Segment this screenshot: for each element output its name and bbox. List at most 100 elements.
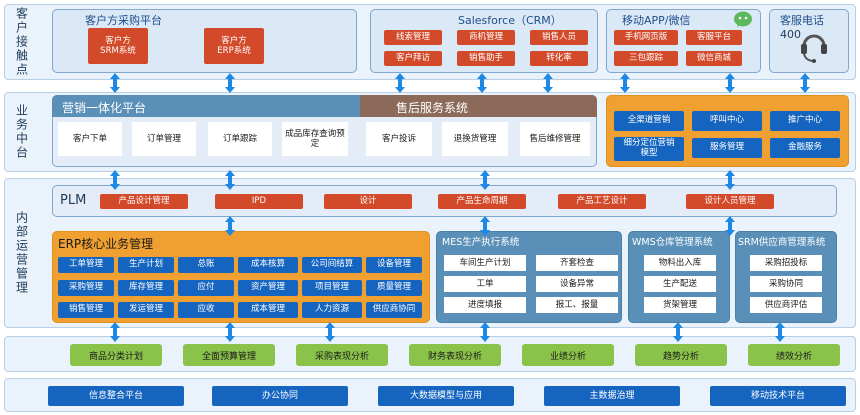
marketing-item-2[interactable]: 订单跟踪	[208, 122, 272, 156]
double-arrow-icon	[620, 73, 630, 93]
double-arrow-icon	[725, 73, 735, 93]
erp-item-2[interactable]: 总账	[178, 257, 234, 273]
headset-icon	[798, 28, 830, 64]
analysis-item-2[interactable]: 采购表现分析	[296, 344, 388, 366]
app-item-3[interactable]: 微信商城	[686, 51, 742, 66]
sf-item-3[interactable]: 客户拜访	[384, 51, 442, 66]
wms-item-1[interactable]: 生产配送	[644, 276, 716, 292]
procurement-erp[interactable]: 客户方 ERP系统	[204, 28, 264, 64]
double-arrow-icon	[325, 322, 335, 342]
erp-item-7[interactable]: 库存管理	[118, 280, 174, 296]
aftersales-item-1[interactable]: 退换货管理	[442, 122, 508, 156]
erp-item-9[interactable]: 资产管理	[238, 280, 298, 296]
mes-title: MES生产执行系统	[442, 237, 520, 248]
analysis-item-3[interactable]: 财务表现分析	[409, 344, 501, 366]
erp-item-11[interactable]: 质量管理	[366, 280, 422, 296]
erp-item-5[interactable]: 设备管理	[366, 257, 422, 273]
erp-item-1[interactable]: 生产计划	[118, 257, 174, 273]
channel-item-0[interactable]: 全渠道营销	[614, 111, 684, 131]
double-arrow-icon	[673, 322, 683, 342]
channel-item-4[interactable]: 服务管理	[692, 138, 762, 158]
analysis-item-1[interactable]: 全面预算管理	[183, 344, 275, 366]
wms-item-2[interactable]: 货架管理	[644, 297, 716, 313]
double-arrow-icon	[543, 73, 553, 93]
marketing-title: 营销一体化平台	[62, 101, 147, 115]
erp-item-0[interactable]: 工单管理	[58, 257, 114, 273]
erp-item-4[interactable]: 公司间结算	[302, 257, 362, 273]
mes-item-3[interactable]: 设备异常	[536, 276, 618, 292]
infra-item-4[interactable]: 移动技术平台	[710, 386, 846, 406]
wechat-icon	[733, 10, 753, 28]
double-arrow-icon	[800, 73, 810, 93]
double-arrow-icon	[110, 170, 120, 190]
app-item-1[interactable]: 客服平台	[686, 30, 742, 45]
side-label-touchpoints: 客户接触点	[14, 7, 29, 77]
mes-item-5[interactable]: 报工、报量	[536, 297, 618, 313]
hotline-title: 客服电话	[780, 14, 824, 27]
app-item-0[interactable]: 手机网页版	[614, 30, 678, 45]
sf-item-1[interactable]: 商机管理	[457, 30, 515, 45]
analysis-item-5[interactable]: 趋势分析	[635, 344, 727, 366]
wms-item-0[interactable]: 物料出入库	[644, 255, 716, 271]
channel-item-5[interactable]: 金融服务	[770, 138, 840, 158]
srm-item-1[interactable]: 采购协同	[750, 276, 822, 292]
erp-item-10[interactable]: 项目管理	[302, 280, 362, 296]
side-label-midplatform: 业务中台	[14, 104, 29, 160]
infra-item-1[interactable]: 办公协同	[212, 386, 348, 406]
erp-item-8[interactable]: 应付	[178, 280, 234, 296]
sf-item-0[interactable]: 线索管理	[384, 30, 442, 45]
channel-item-1[interactable]: 呼叫中心	[692, 111, 762, 131]
side-label-operations: 内部运营管理	[14, 211, 29, 295]
marketing-item-1[interactable]: 订单管理	[132, 122, 196, 156]
sf-item-5[interactable]: 转化率	[530, 51, 588, 66]
infra-item-3[interactable]: 主数据治理	[544, 386, 680, 406]
plm-item-1[interactable]: IPD	[215, 194, 303, 209]
double-arrow-icon	[480, 170, 490, 190]
marketing-item-0[interactable]: 客户下单	[58, 122, 122, 156]
channel-item-3[interactable]: 细分定位营销模型	[614, 137, 684, 161]
sf-item-4[interactable]: 销售助手	[457, 51, 515, 66]
analysis-item-0[interactable]: 商品分类计划	[70, 344, 162, 366]
plm-item-4[interactable]: 产品工艺设计	[558, 194, 646, 209]
mes-item-4[interactable]: 进度填报	[444, 297, 526, 313]
analysis-item-6[interactable]: 绩效分析	[748, 344, 840, 366]
erp-item-6[interactable]: 采购管理	[58, 280, 114, 296]
double-arrow-icon	[110, 322, 120, 342]
double-arrow-icon	[480, 216, 490, 236]
srm-item-0[interactable]: 采购招投标	[750, 255, 822, 271]
srm-title: SRM供应商管理系统	[738, 237, 826, 248]
double-arrow-icon	[725, 170, 735, 190]
plm-item-3[interactable]: 产品生命周期	[438, 194, 526, 209]
double-arrow-icon	[480, 322, 490, 342]
hotline-number: 400	[780, 28, 801, 41]
infra-item-2[interactable]: 大数据模型与应用	[378, 386, 514, 406]
aftersales-item-2[interactable]: 售后维修管理	[520, 122, 590, 156]
infra-item-0[interactable]: 信息整合平台	[48, 386, 184, 406]
plm-item-0[interactable]: 产品设计管理	[100, 194, 188, 209]
mes-item-0[interactable]: 车间生产计划	[444, 255, 526, 271]
aftersales-header	[360, 95, 597, 117]
double-arrow-icon	[225, 170, 235, 190]
double-arrow-icon	[775, 322, 785, 342]
marketing-header	[52, 95, 360, 117]
plm-item-5[interactable]: 设计人员管理	[686, 194, 774, 209]
analysis-item-4[interactable]: 业绩分析	[522, 344, 614, 366]
marketing-item-3[interactable]: 成品库存查询预定	[282, 122, 348, 156]
erp-item-15[interactable]: 成本管理	[238, 302, 298, 318]
erp-item-13[interactable]: 发运管理	[118, 302, 174, 318]
erp-item-12[interactable]: 销售管理	[58, 302, 114, 318]
mes-item-1[interactable]: 齐套检查	[536, 255, 618, 271]
mes-item-2[interactable]: 工单	[444, 276, 526, 292]
procurement-srm[interactable]: 客户方 SRM系统	[88, 28, 148, 64]
erp-item-16[interactable]: 人力资源	[302, 302, 362, 318]
aftersales-item-0[interactable]: 客户投诉	[366, 122, 432, 156]
app-item-2[interactable]: 三包跟踪	[614, 51, 678, 66]
erp-title: ERP核心业务管理	[58, 237, 154, 251]
sf-item-2[interactable]: 销售人员	[530, 30, 588, 45]
srm-item-2[interactable]: 供应商评估	[750, 297, 822, 313]
erp-item-14[interactable]: 应收	[178, 302, 234, 318]
erp-item-17[interactable]: 供应商协同	[366, 302, 422, 318]
erp-item-3[interactable]: 成本核算	[238, 257, 298, 273]
channel-item-2[interactable]: 推广中心	[770, 111, 840, 131]
plm-item-2[interactable]: 设计	[324, 194, 412, 209]
